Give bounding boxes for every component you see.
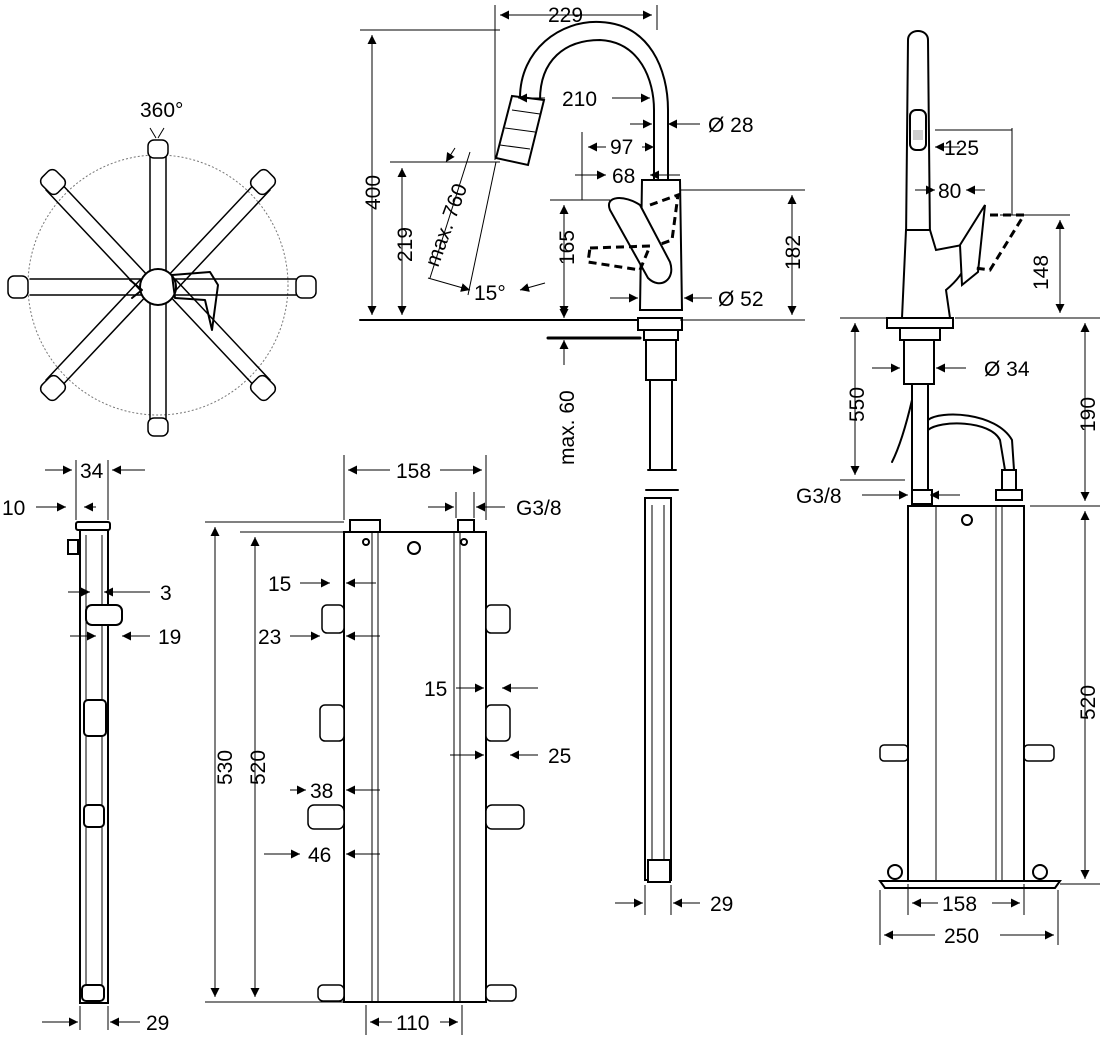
dim-side-lever-height: 148 [1030, 255, 1053, 290]
dim-connector-thread: G3/8 [796, 485, 842, 508]
dim-tube-width: 29 [710, 893, 733, 916]
dim-handle-68: 68 [612, 165, 635, 188]
dim-total-depth: 34 [80, 460, 104, 483]
dim-deck-thickness: max. 60 [556, 390, 579, 465]
top-view: 360° [7, 99, 317, 437]
dim-offset-46: 46 [308, 844, 331, 867]
dim-bottom: 29 [146, 1012, 169, 1035]
dim-total-height: 400 [362, 175, 385, 210]
dim-offset-23: 23 [258, 626, 281, 649]
dim-angle: 15° [474, 282, 506, 305]
dim-inner-width: 110 [396, 1012, 429, 1035]
dim-box-width: 158 [942, 893, 977, 916]
dim-height-530: 530 [214, 750, 237, 785]
dim-thread: G3/8 [516, 497, 562, 520]
dim-base-diameter: Ø 52 [718, 288, 764, 311]
dim-hose-reach: max. 760 [421, 181, 472, 270]
dim-offset-15-right: 15 [424, 678, 447, 701]
dim-base-width: 250 [944, 925, 979, 948]
dim-thread-diameter: Ø 34 [984, 358, 1030, 381]
dim-body-width: 80 [938, 180, 961, 203]
dim-box-front-width: 158 [396, 460, 431, 483]
dim-spout-diameter: Ø 28 [708, 114, 754, 137]
dim-offset-38: 38 [310, 780, 333, 803]
dim-offset-15-left: 15 [268, 573, 291, 596]
dim-flange: 10 [2, 497, 25, 520]
dim-outlet-height: 219 [394, 227, 417, 262]
dim-connector-height: 190 [1077, 397, 1100, 432]
dim-handle-height: 165 [556, 230, 579, 265]
dim-spout-reach: 210 [562, 88, 597, 111]
dim-offset-25: 25 [548, 745, 571, 768]
dim-hose-length: 550 [846, 387, 869, 422]
dim-lever-height: 182 [782, 235, 805, 270]
box-front-view: 158 G3/8 15 23 15 25 530 520 38 46 [205, 455, 571, 1035]
box-side-view: 34 10 3 19 29 [2, 460, 181, 1035]
rotation-label: 360° [140, 99, 183, 122]
dim-height-520: 520 [247, 750, 270, 785]
dim-box-height: 520 [1077, 685, 1100, 720]
dim-spout-width: 229 [548, 4, 583, 27]
dim-lever-reach: 125 [944, 137, 979, 160]
side-view: 125 80 148 Ø 34 550 190 G3/8 520 158 [796, 30, 1100, 948]
dim-handle-97: 97 [610, 136, 633, 159]
dim-clip: 19 [158, 626, 181, 649]
spout-view: 229 210 Ø 28 97 68 400 219 max. 760 15° … [359, 4, 805, 916]
dim-wall: 3 [160, 582, 172, 605]
